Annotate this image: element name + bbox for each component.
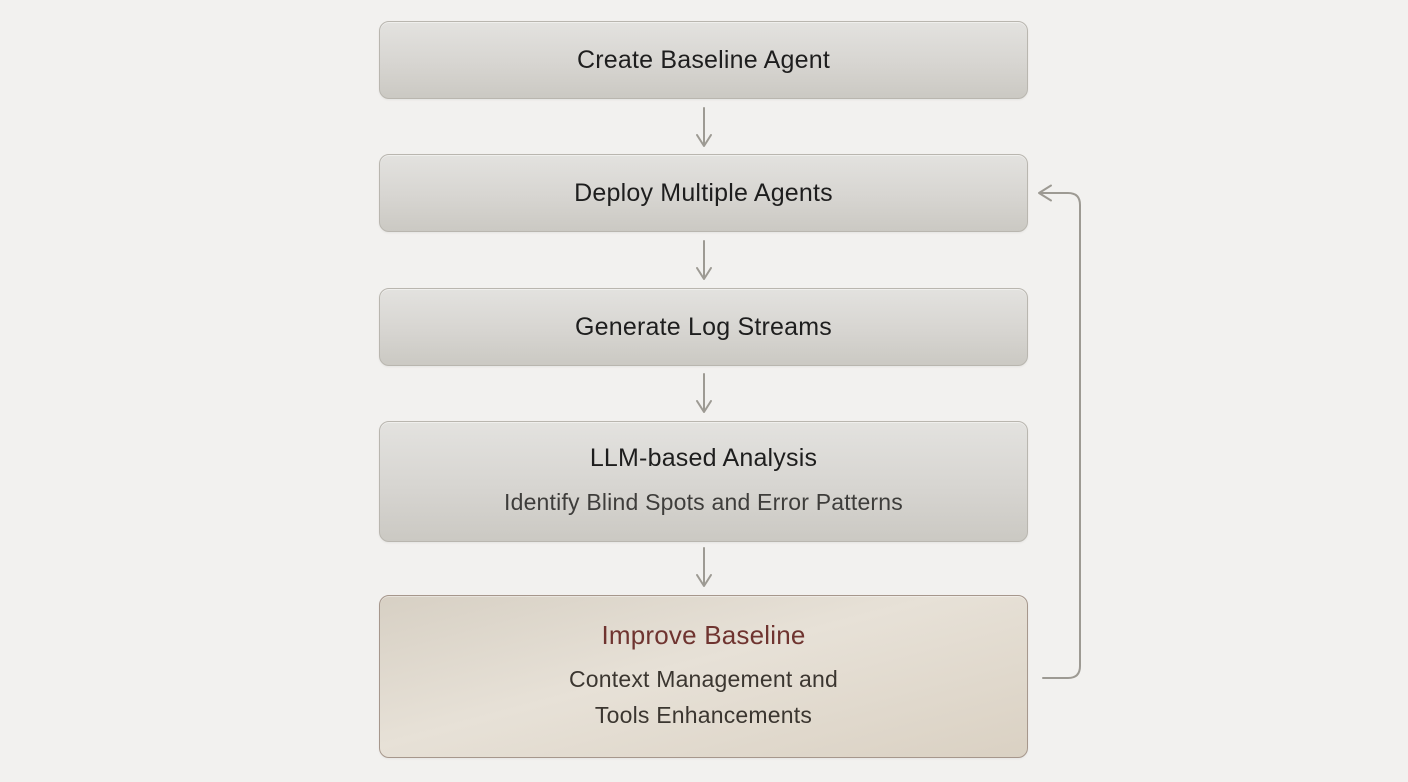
node-title: Create Baseline Agent	[577, 46, 830, 74]
down-arrow-generate-to-analysis	[696, 373, 712, 413]
down-arrow-deploy-to-generate	[696, 240, 712, 280]
flow-node-create-baseline-agent: Create Baseline Agent	[379, 21, 1028, 99]
flow-node-llm-based-analysis: LLM-based Analysis Identify Blind Spots …	[379, 421, 1028, 542]
node-subtitle: Context Management and Tools Enhancement…	[568, 666, 839, 728]
flow-node-generate-log-streams: Generate Log Streams	[379, 288, 1028, 366]
node-title: Deploy Multiple Agents	[574, 179, 833, 207]
node-subtitle: Identify Blind Spots and Error Patterns	[503, 489, 903, 515]
down-arrow-create-to-deploy	[696, 107, 712, 147]
flow-node-deploy-multiple-agents: Deploy Multiple Agents	[379, 154, 1028, 232]
feedback-arrow-improve-to-deploy	[1038, 184, 1081, 679]
down-arrow-analysis-to-improve	[696, 547, 712, 587]
node-title: LLM-based Analysis	[589, 444, 818, 472]
node-title: Improve Baseline	[601, 620, 806, 650]
node-title: Generate Log Streams	[575, 313, 832, 341]
flow-node-improve-baseline: Improve Baseline Context Management and …	[379, 595, 1028, 758]
